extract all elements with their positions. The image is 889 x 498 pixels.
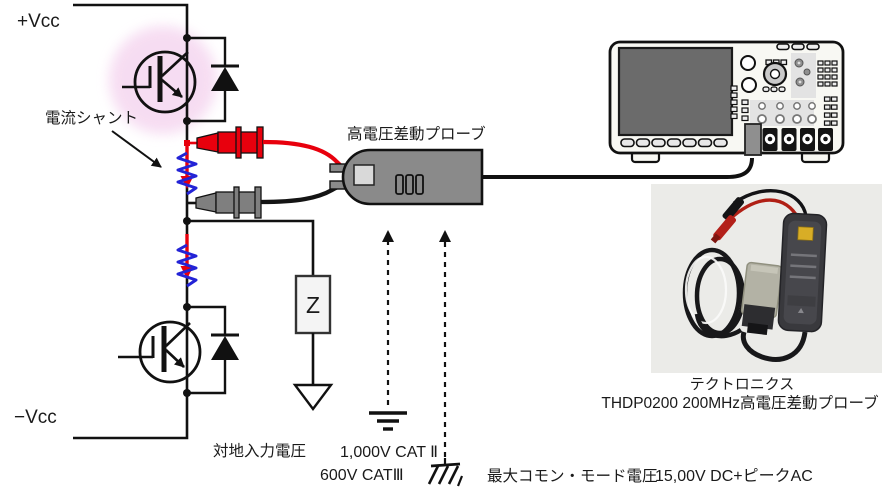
scope-right-buttons [823,96,838,126]
shunt-resistor-lower [176,234,198,288]
diff-probe-body [329,148,484,206]
chassis-ground-symbol [427,458,464,487]
scope-screen [617,46,734,137]
vcc-minus-label: −Vcc [14,407,57,428]
probe-photo [651,184,882,373]
scope-vertical-knobs [757,102,817,124]
vcc-plus-label: +Vcc [17,11,60,32]
lower-diode [187,305,239,395]
probe-photo-bnc-box [740,261,783,336]
probe-to-scope-cable [482,157,754,179]
diff-probe-label: 高電圧差動プローブ [347,124,486,143]
oscilloscope [608,40,845,164]
red-probe-clip [184,126,349,173]
current-shunt-pointer-arrow [111,130,162,168]
impedance-branch [187,219,334,411]
photo-black-lead [733,188,808,217]
common-mode-voltage-value: 15,00V DC+ピークAC [655,467,813,485]
scope-button-grid [817,60,838,87]
junction-dots [183,34,191,397]
cat3-rating: 600V CATⅢ [320,467,404,484]
scope-button-row-b [762,86,786,93]
scope-menu-buttons [620,138,728,148]
photo-red-plug [713,215,737,241]
upper-transistor [122,50,197,114]
scope-bnc-inputs [762,128,833,151]
impedance-label: Z [306,292,320,318]
cat2-rating: 1,000V CAT Ⅱ [340,444,438,461]
photo-black-plug [722,197,745,221]
scope-knob-small-1 [740,55,756,71]
warning-label [797,226,814,241]
scope-probe-connector [744,123,762,156]
shunt-resistor-upper [176,141,198,196]
scope-trigger-panel [791,53,816,98]
common-mode-voltage-label: 最大コモン・モード電圧 [487,467,658,485]
photo-red-lead [728,198,800,221]
scope-top-buttons [776,43,820,51]
probe-photo-body [777,212,828,333]
lower-transistor [118,320,202,384]
current-shunt-label: 電流シャント [45,109,138,127]
scope-knob-small-2 [741,77,757,93]
scope-left-buttons [730,85,749,122]
upper-diode [187,36,239,123]
photo-caption-line1: テクトロニクス [690,376,795,393]
earth-ground-symbol [369,411,407,431]
photo-caption-line2: THDP0200 200MHz高電圧差動プローブ [601,393,878,412]
rating-arrows [382,230,451,457]
ground-input-voltage-label: 対地入力電圧 [213,442,306,460]
gray-probe-clip [188,182,349,219]
